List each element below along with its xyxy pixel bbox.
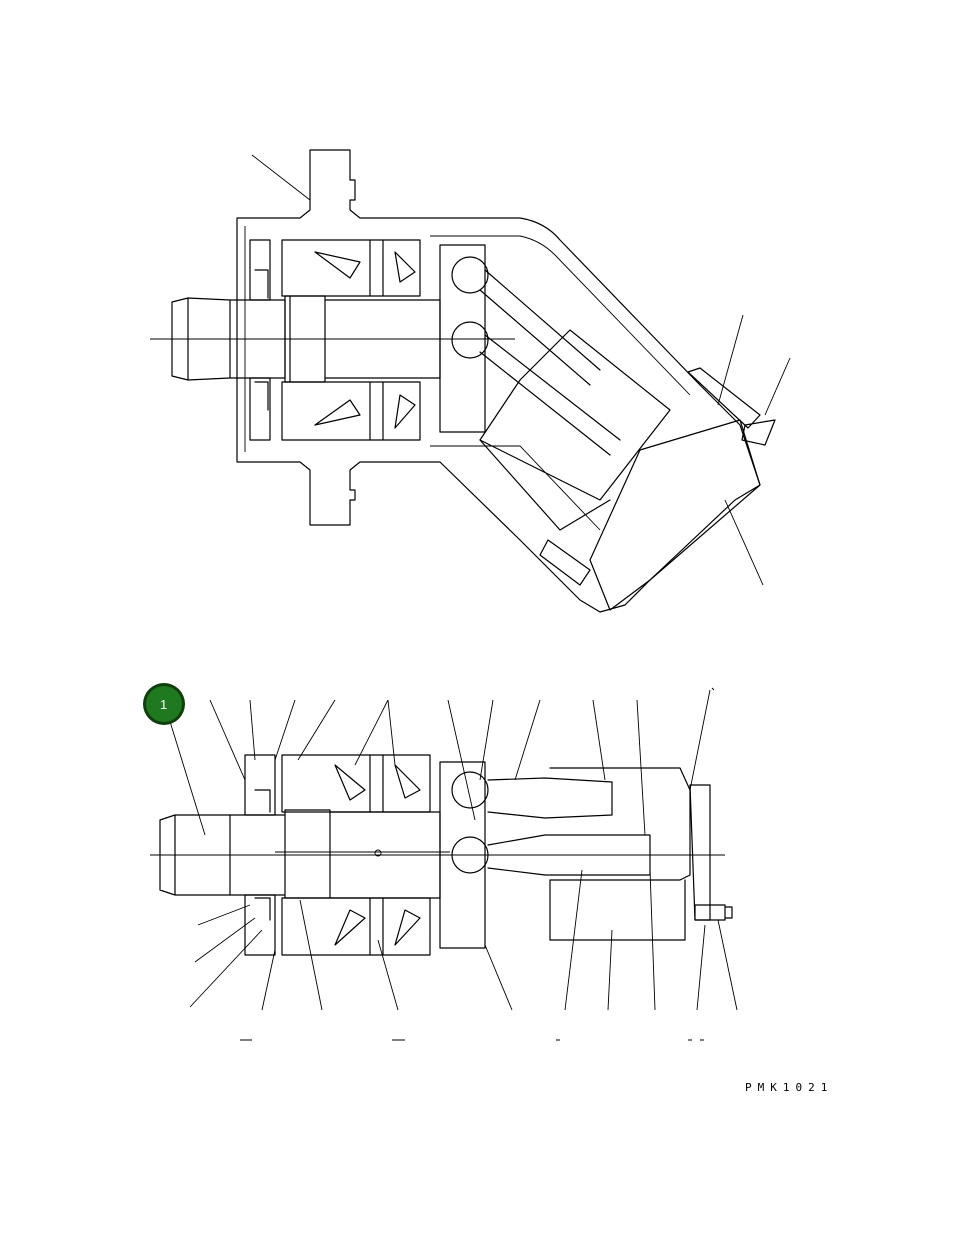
bearing-upper-lower-view	[281, 754, 431, 813]
taper-bearing-upper	[281, 239, 421, 297]
shaft-seal	[249, 239, 271, 441]
top-assembly-view	[150, 149, 791, 613]
piston-center-lower-view	[487, 834, 651, 876]
callout-badge-label: 1	[160, 697, 167, 712]
cylinder-block	[479, 329, 671, 501]
piston-rod-upper	[479, 269, 601, 386]
shaft-body-lower	[229, 809, 441, 899]
cylinder-block-lower	[479, 439, 611, 531]
taper-bearing-lower	[281, 381, 421, 441]
bottom-assembly-view	[150, 687, 738, 1041]
valve-plate	[689, 784, 711, 921]
drive-flange	[439, 244, 486, 433]
callout-badge[interactable]: 1	[143, 683, 185, 725]
valve-plate-pin	[694, 904, 733, 921]
label-ticks	[240, 687, 715, 1041]
cylinder-block-lower-view	[549, 767, 691, 941]
shaft-pin	[374, 849, 382, 857]
lower-port	[539, 539, 591, 586]
piston-ball-upper	[451, 256, 489, 294]
bearing-lower-lower-view	[281, 897, 431, 956]
leader-line-housing	[251, 154, 311, 201]
end-cover-bolt	[687, 367, 776, 446]
leader-line-bolt-b	[764, 357, 791, 416]
drawing-reference: PMK1021	[745, 1081, 833, 1094]
end-cover	[589, 419, 761, 611]
seal-pack-lower	[244, 754, 276, 956]
ball-joint-center	[451, 836, 489, 874]
leader-lines-bottom	[167, 689, 738, 1011]
leader-line-cover	[724, 499, 764, 586]
callout-badge-fill	[146, 686, 182, 722]
motor-housing-outline	[236, 149, 761, 613]
ball-joint-upper	[451, 771, 489, 809]
piston-ball-center	[451, 321, 489, 359]
drive-flange-lower	[439, 761, 486, 949]
housing-inner-line	[244, 226, 691, 531]
piston-upper-lower-view	[487, 777, 613, 819]
piston-rod-center	[479, 334, 621, 456]
leader-line-bolt-a	[717, 314, 744, 406]
